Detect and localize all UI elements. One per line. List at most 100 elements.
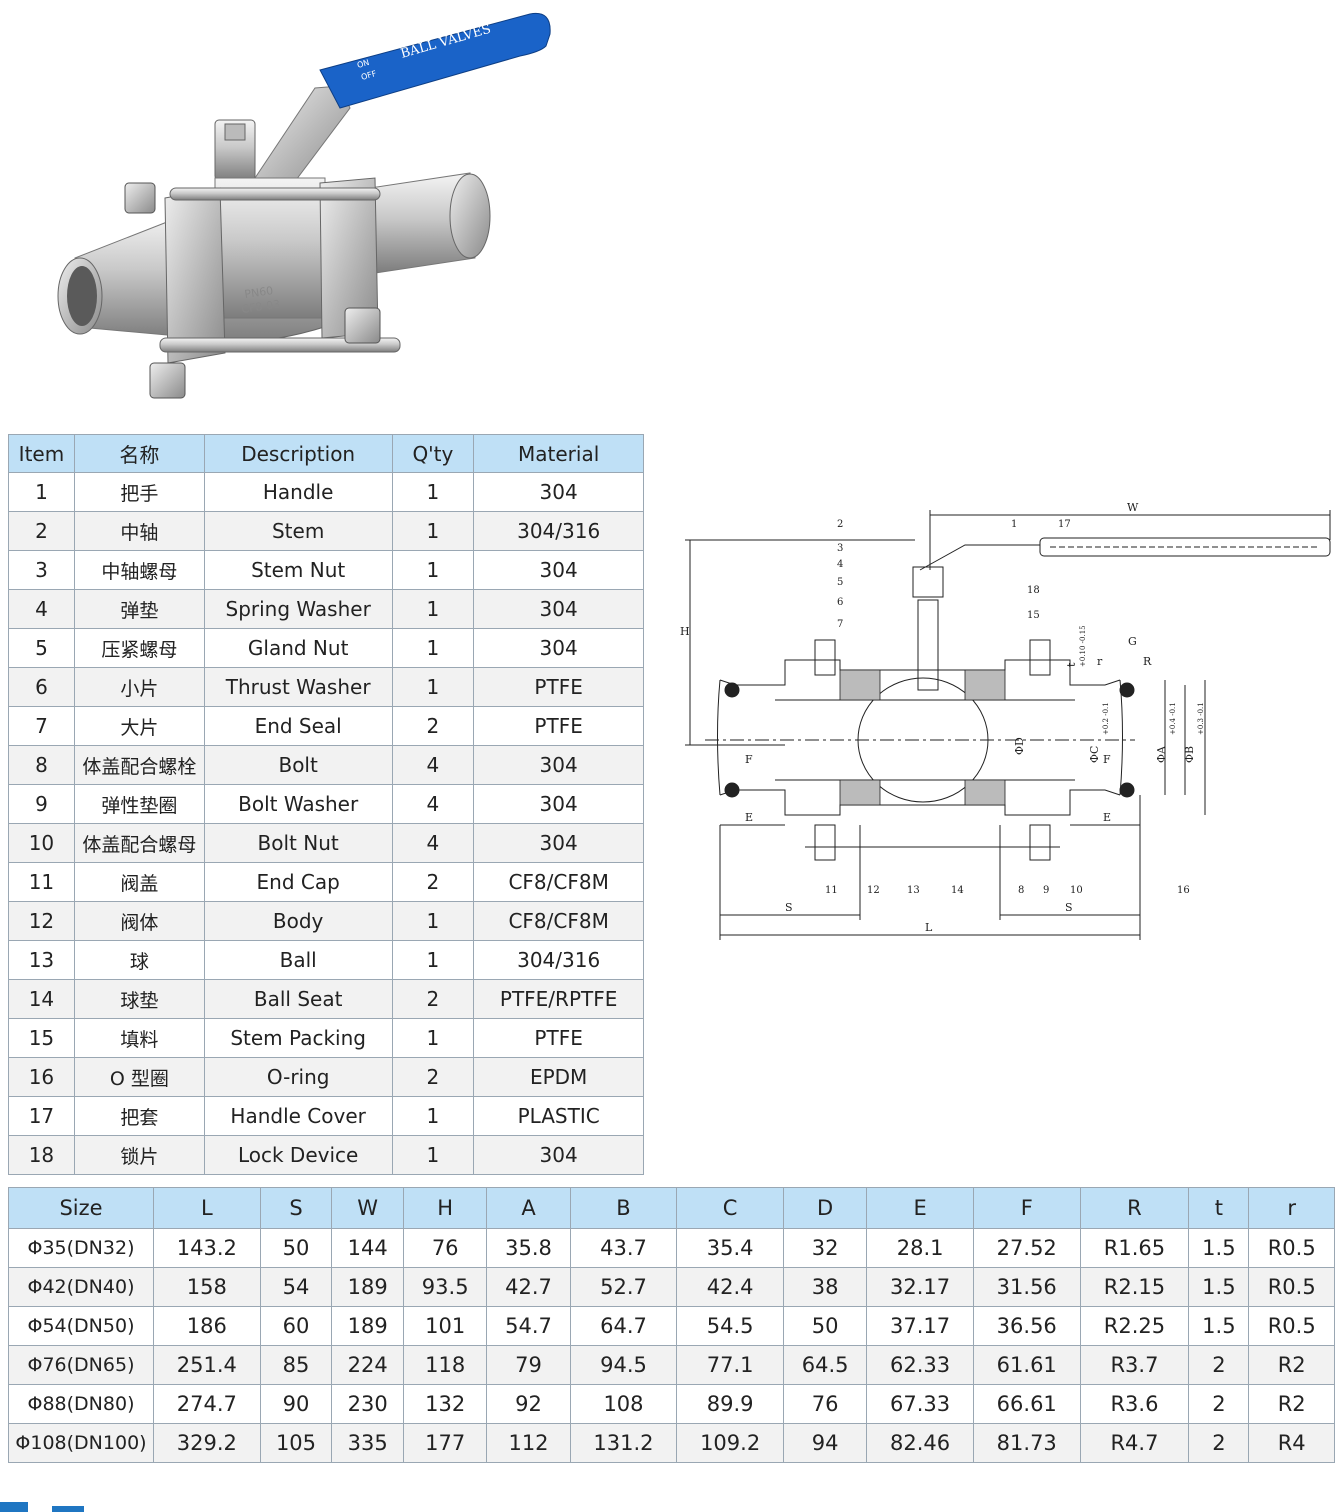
dims-cell-value: 189 <box>331 1267 405 1307</box>
parts-cell-item-number: 8 <box>8 745 75 785</box>
parts-cell-item-number: 16 <box>8 1057 75 1097</box>
parts-cell-item-number: 10 <box>8 823 75 863</box>
dims-cell-value: 54.7 <box>486 1306 571 1346</box>
dims-cell-value: 61.61 <box>972 1345 1081 1385</box>
dims-cell-value: R2.25 <box>1079 1306 1190 1346</box>
dims-cell-value: 52.7 <box>569 1267 678 1307</box>
parts-cell-name-zh: 弹性垫圈 <box>73 784 205 824</box>
parts-cell-qty: 4 <box>391 745 475 785</box>
callout-17: 17 <box>1058 519 1071 530</box>
parts-cell-material: 304 <box>473 784 644 824</box>
parts-cell-material: EPDM <box>473 1057 644 1097</box>
handle-grip <box>319 12 551 109</box>
parts-cell-description: Body <box>203 901 393 941</box>
dims-cell-value: 28.1 <box>866 1228 974 1268</box>
parts-cell-material: 304 <box>473 550 644 590</box>
parts-cell-description: Bolt Washer <box>203 784 393 824</box>
parts-cell-description: Spring Washer <box>203 589 393 629</box>
parts-cell-description: End Seal <box>203 706 393 746</box>
parts-cell-material: 304/316 <box>473 511 644 551</box>
dims-cell-value: 54.5 <box>676 1306 784 1346</box>
dims-cell-value: 1.5 <box>1188 1228 1250 1268</box>
header-material: Material <box>473 434 644 473</box>
body-marking-2: CF8-03 <box>241 298 281 316</box>
dims-cell-value: 144 <box>331 1228 405 1268</box>
dim-f-left: F <box>745 753 753 766</box>
valve-section-drawing: 1 2 3 4 5 6 7 8 9 10 11 12 13 14 15 16 1… <box>680 501 1331 940</box>
dim-c: ΦC <box>1088 746 1101 763</box>
dims-cell-value: 50 <box>782 1306 868 1346</box>
dims-cell-size: Φ76(DN65) <box>8 1345 154 1385</box>
dims-cell-value: 224 <box>331 1345 405 1385</box>
tol-c: +0.2 -0.1 <box>1102 702 1110 735</box>
dims-cell-value: 35.4 <box>676 1228 784 1268</box>
parts-cell-item-number: 9 <box>8 784 75 824</box>
parts-cell-qty: 2 <box>391 979 475 1019</box>
dims-cell-value: 90 <box>259 1384 333 1424</box>
parts-cell-description: Stem <box>203 511 393 551</box>
parts-cell-description: Stem Nut <box>203 550 393 590</box>
dims-header-t: t <box>1188 1187 1250 1229</box>
parts-cell-material: PTFE <box>473 667 644 707</box>
parts-cell-description: Gland Nut <box>203 628 393 668</box>
callout-4: 4 <box>837 559 843 570</box>
dims-cell-value: 42.7 <box>486 1267 571 1307</box>
parts-cell-qty: 1 <box>391 511 475 551</box>
parts-cell-name-zh: 阀体 <box>73 901 205 941</box>
parts-cell-material: 304/316 <box>473 940 644 980</box>
dims-cell-size: Φ54(DN50) <box>8 1306 154 1346</box>
parts-cell-material: 304 <box>473 745 644 785</box>
dims-cell-value: 230 <box>331 1384 405 1424</box>
parts-cell-qty: 1 <box>391 901 475 941</box>
parts-cell-qty: 1 <box>391 940 475 980</box>
callout-14: 14 <box>951 885 964 896</box>
parts-cell-qty: 1 <box>391 589 475 629</box>
dims-cell-value: 64.5 <box>782 1345 868 1385</box>
callout-12: 12 <box>867 885 880 896</box>
dims-cell-value: 109.2 <box>676 1423 784 1463</box>
parts-cell-qty: 4 <box>391 823 475 863</box>
parts-cell-description: Ball <box>203 940 393 980</box>
dims-cell-value: 143.2 <box>153 1228 261 1268</box>
dims-cell-value: 108 <box>569 1384 678 1424</box>
dims-cell-value: 329.2 <box>153 1423 261 1463</box>
dims-cell-value: 177 <box>403 1423 488 1463</box>
dims-header-l: L <box>153 1187 261 1229</box>
parts-cell-name-zh: 中轴螺母 <box>73 550 205 590</box>
dim-f-right: F <box>1103 753 1111 766</box>
parts-cell-name-zh: 把套 <box>73 1096 205 1136</box>
dims-cell-value: 251.4 <box>153 1345 261 1385</box>
parts-cell-qty: 2 <box>391 1057 475 1097</box>
parts-cell-item-number: 4 <box>8 589 75 629</box>
callout-2: 2 <box>837 519 843 530</box>
dims-cell-value: 32.17 <box>866 1267 974 1307</box>
dims-cell-value: 79 <box>486 1345 571 1385</box>
parts-cell-item-number: 3 <box>8 550 75 590</box>
dims-cell-value: 93.5 <box>403 1267 488 1307</box>
callout-15: 15 <box>1027 610 1040 621</box>
dims-cell-value: 27.52 <box>972 1228 1081 1268</box>
dims-header-r: r <box>1248 1187 1335 1229</box>
callout-8: 8 <box>1018 885 1024 896</box>
header-name-zh: 名称 <box>73 434 205 473</box>
dims-cell-value: 101 <box>403 1306 488 1346</box>
parts-cell-item-number: 5 <box>8 628 75 668</box>
callout-7: 7 <box>837 619 843 630</box>
dim-d: ΦD <box>1013 737 1026 755</box>
handle-on-label: ON <box>356 58 370 70</box>
tol-t: +0.10 -0.15 <box>1079 625 1087 667</box>
dims-cell-value: 66.61 <box>972 1384 1081 1424</box>
parts-cell-description: Bolt Nut <box>203 823 393 863</box>
dims-cell-value: R2 <box>1248 1384 1335 1424</box>
dims-cell-value: R1.65 <box>1079 1228 1190 1268</box>
footer-accent-bar-2 <box>52 1506 84 1512</box>
callout-10: 10 <box>1070 885 1083 896</box>
callout-6: 6 <box>837 597 843 608</box>
